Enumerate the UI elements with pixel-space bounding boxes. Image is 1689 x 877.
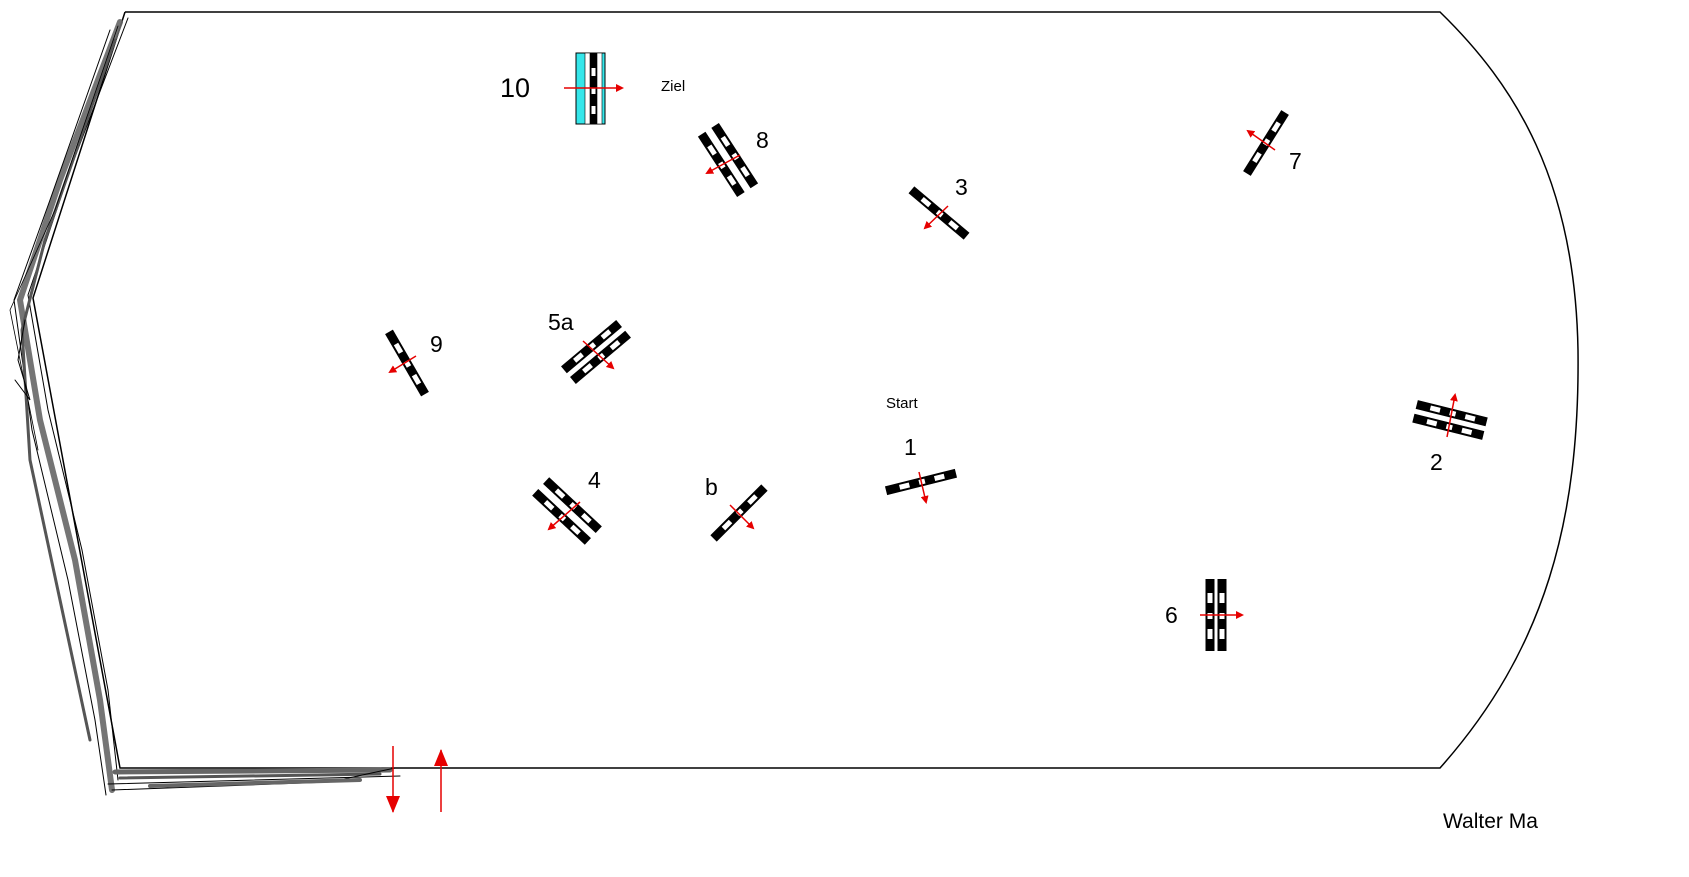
obstacle-label-5a: 5a bbox=[548, 309, 574, 335]
arena-fence bbox=[32, 11, 1579, 769]
obstacle-8-arrow bbox=[705, 154, 741, 174]
entry-arrows bbox=[386, 746, 448, 813]
obstacle-10 bbox=[564, 52, 624, 125]
hedge-bottom bbox=[107, 767, 401, 791]
obstacle-label-10: 10 bbox=[500, 73, 530, 103]
obstacle-label-4: 4 bbox=[588, 467, 601, 493]
obstacle-label-2: 2 bbox=[1430, 449, 1443, 475]
obstacle-label-8: 8 bbox=[756, 127, 769, 153]
obstacle-9-arrow bbox=[388, 355, 417, 374]
obstacle-b-arrow bbox=[729, 504, 755, 530]
obstacle-label-1: 1 bbox=[904, 434, 917, 460]
obstacle-label-3: 3 bbox=[955, 174, 968, 200]
obstacle-3-arrow bbox=[923, 205, 949, 230]
obstacle-1-arrow bbox=[918, 471, 929, 504]
obstacle-8 bbox=[697, 122, 759, 198]
hedge-left bbox=[9, 17, 129, 796]
obstacle-label-6: 6 bbox=[1165, 602, 1178, 628]
obstacle-2-arrow bbox=[1446, 393, 1458, 438]
footer-credit: Walter Ma bbox=[1443, 810, 1538, 833]
obstacle-9 bbox=[385, 329, 429, 397]
obstacle-label-9: 9 bbox=[430, 331, 443, 357]
obstacle-4-arrow bbox=[547, 501, 581, 531]
obstacle-label-b: b bbox=[705, 474, 718, 500]
start-label: Start bbox=[886, 395, 919, 412]
ziel-label: Ziel bbox=[661, 78, 685, 95]
obstacle-label-7: 7 bbox=[1289, 148, 1302, 174]
obstacle-5a-arrow bbox=[582, 340, 615, 370]
obstacle-7-arrow bbox=[1246, 129, 1276, 151]
